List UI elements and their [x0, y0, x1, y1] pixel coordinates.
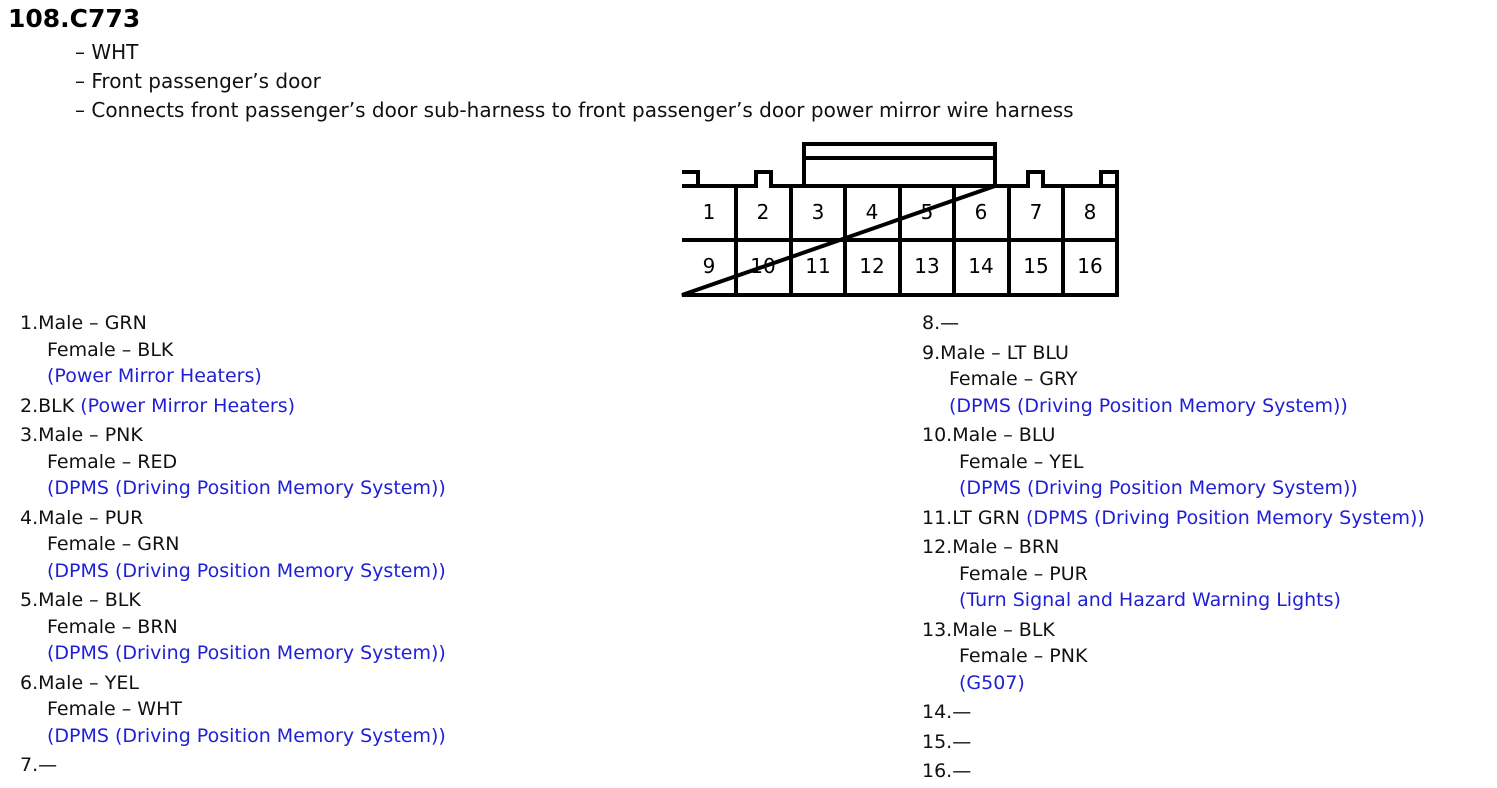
pin-label: 15	[1023, 254, 1048, 278]
pin-entry: 10.Male – BLU Female – YEL (DPMS (Driving …	[922, 422, 1425, 502]
pin-wire-color: 2.BLK (Power Mirror Heaters)	[20, 394, 296, 417]
pin-wire-color: 6.Male – YEL	[20, 671, 139, 694]
circuit-link[interactable]: (Power Mirror Heaters)	[74, 394, 296, 417]
circuit-link[interactable]: (Power Mirror Heaters)	[47, 365, 262, 387]
pin-entry: 4.Male – PUR Female – GRN (DPMS (Driving P…	[20, 505, 446, 585]
pin-label: 10	[750, 254, 775, 278]
pin-entry: 14.—	[922, 699, 1425, 726]
pin-wire-color: 16.—	[922, 760, 972, 782]
pin-wire-color: 15.—	[922, 730, 972, 753]
pin-female-color: Female – GRN	[47, 533, 180, 555]
pin-female-color: Female – GRY	[949, 368, 1078, 390]
circuit-link[interactable]: (DPMS (Driving Position Memory System))	[47, 477, 446, 499]
pin-label: 1	[703, 200, 716, 224]
pin-wire-color: 14.—	[922, 701, 972, 723]
pin-label: 14	[968, 254, 993, 278]
circuit-link[interactable]: (DPMS (Driving Position Memory System))	[1019, 506, 1425, 529]
pin-wire-color: 8.—	[922, 312, 960, 334]
pin-entry: 11.LT GRN (DPMS (Driving Position Memory…	[922, 505, 1425, 532]
pin-entry: 7.—	[20, 752, 446, 779]
circuit-link[interactable]: (DPMS (Driving Position Memory System))	[47, 642, 446, 664]
pin-label: 6	[975, 200, 988, 224]
pin-female-color: Female – PUR	[959, 562, 1088, 585]
pin-label: 2	[757, 200, 770, 224]
pin-entry: 5.Male – BLK Female – BRN (DPMS (Driving P…	[20, 587, 446, 667]
pin-label: 7	[1030, 200, 1043, 224]
pin-entry: 3.Male – PNK Female – RED (DPMS (Driving P…	[20, 422, 446, 502]
pin-label: 11	[805, 254, 830, 278]
pin-list-left: 1.Male – GRN Female – BLK (Power Mirror He…	[20, 310, 446, 782]
circuit-link[interactable]: (DPMS (Driving Position Memory System))	[47, 559, 446, 582]
pin-female-color: Female – PNK	[959, 645, 1088, 667]
connector-diagram: 1 2 3 4 5 6 7 8 9 10 11 12 13 14 15 16	[681, 142, 1119, 297]
pin-label: 9	[703, 254, 716, 278]
pin-female-color: Female – BLK	[47, 338, 174, 361]
pin-female-color: Female – RED	[47, 450, 178, 473]
pin-wire-color: 7.—	[20, 754, 58, 776]
circuit-link[interactable]: (Turn Signal and Hazard Warning Lights)	[959, 589, 1341, 611]
pin-wire-color: 1.Male – GRN	[20, 312, 147, 334]
pin-label: 12	[859, 254, 884, 278]
pin-female-color: Female – WHT	[47, 698, 182, 720]
pin-wire-color: 13.Male – BLK	[922, 618, 1055, 641]
pin-entry: 8.—	[922, 310, 1425, 337]
pin-wire-color: 11.LT GRN (DPMS (Driving Position Memory…	[922, 506, 1425, 529]
pin-female-color: Female – YEL	[959, 450, 1084, 473]
pin-label: 3	[812, 200, 825, 224]
pin-label: 4	[866, 200, 879, 224]
circuit-link[interactable]: (DPMS (Driving Position Memory System))	[959, 477, 1358, 499]
connector-location: – Front passenger’s door	[75, 69, 321, 93]
circuit-link[interactable]: (G507)	[959, 671, 1025, 694]
pin-entry: 16.—	[922, 758, 1425, 785]
pin-entry: 13.Male – BLK Female – PNK (G507)	[922, 617, 1425, 697]
pin-wire-color: 4.Male – PUR	[20, 506, 144, 529]
pin-entry: 9.Male – LT BLU Female – GRY (DPMS (Drivin…	[922, 340, 1425, 420]
connector-title: 108.C773	[8, 4, 141, 33]
pin-wire-color: 9.Male – LT BLU	[922, 341, 1069, 364]
pin-entry: 2.BLK (Power Mirror Heaters)	[20, 393, 446, 420]
pin-label: 8	[1084, 200, 1097, 224]
pin-entry: 1.Male – GRN Female – BLK (Power Mirror He…	[20, 310, 446, 390]
pin-wire-color: 12.Male – BRN	[922, 536, 1060, 558]
circuit-link[interactable]: (DPMS (Driving Position Memory System))	[47, 724, 446, 747]
pin-entry: 12.Male – BRN Female – PUR (Turn Signal an…	[922, 534, 1425, 614]
pin-wire-color: 3.Male – PNK	[20, 424, 143, 446]
pin-label: 13	[914, 254, 939, 278]
pin-female-color: Female – BRN	[47, 615, 178, 638]
pin-entry: 15.—	[922, 729, 1425, 756]
pin-label: 16	[1077, 254, 1102, 278]
connector-purpose: – Connects front passenger’s door sub-ha…	[75, 98, 1074, 122]
pin-wire-color: 5.Male – BLK	[20, 589, 141, 611]
pin-wire-color: 10.Male – BLU	[922, 424, 1056, 446]
connector-description: – WHT – Front passenger’s door – Connect…	[75, 38, 1074, 125]
circuit-link[interactable]: (DPMS (Driving Position Memory System))	[949, 394, 1348, 417]
pin-list-right: 8.— 9.Male – LT BLU Female – GRY (DPMS (Dri…	[922, 310, 1425, 788]
pin-label: 5	[921, 200, 934, 224]
pin-entry: 6.Male – YEL Female – WHT (DPMS (Driving P…	[20, 670, 446, 750]
connector-color: – WHT	[75, 40, 139, 64]
